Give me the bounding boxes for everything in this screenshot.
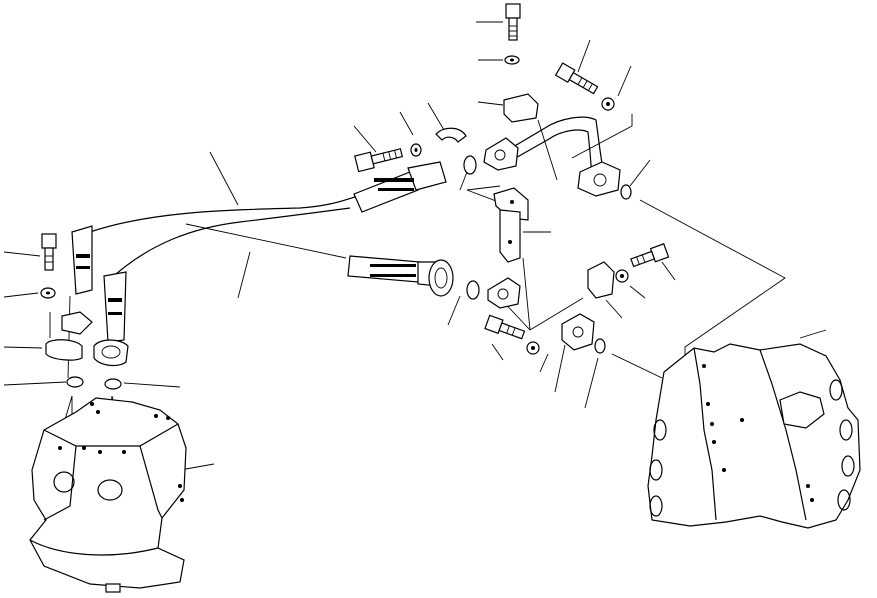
bolt: [41, 233, 57, 271]
valve-bolt-marks: [702, 364, 814, 502]
control-valve: [647, 343, 861, 529]
washers: [40, 55, 629, 355]
bracket: [493, 187, 529, 263]
leader-lines: [3, 21, 827, 471]
pump-port-marks: [58, 402, 184, 502]
hose-ferrule-texture: [76, 178, 414, 315]
bolts: [41, 3, 670, 340]
valve-spool-ends: [649, 379, 855, 517]
hose-lower: [347, 255, 454, 297]
bolt: [354, 148, 404, 173]
hydraulic-pump: [29, 397, 187, 593]
bolt: [484, 314, 526, 340]
steel-tube: [483, 116, 621, 197]
bolt: [630, 243, 670, 268]
bolt: [554, 62, 599, 95]
hose-upper: [71, 161, 447, 343]
bolt: [505, 3, 521, 41]
split-flanges: [45, 93, 615, 367]
o-rings: [66, 155, 632, 390]
